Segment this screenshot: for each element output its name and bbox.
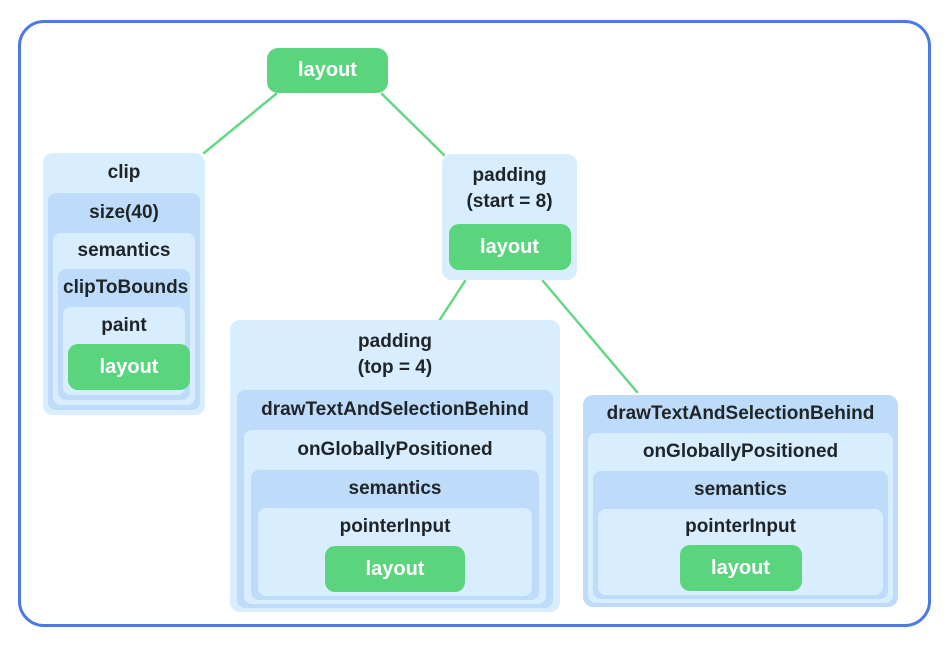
size-label: size(40): [89, 202, 159, 223]
paint-box: paint layout: [63, 307, 190, 395]
semantics-label: semantics: [694, 479, 787, 500]
padding-start-label: padding (start = 8): [448, 154, 571, 224]
clip-label: clip: [107, 162, 141, 183]
semantics-box: semantics pointerInput layout: [593, 471, 888, 599]
on-globally-positioned-box: onGloballyPositioned semantics pointerIn…: [244, 430, 546, 604]
padding-top-label-line1: padding: [358, 331, 432, 352]
layout-node: layout: [448, 224, 571, 270]
pointer-input-box: pointerInput layout: [258, 508, 532, 596]
padding-top-box: padding (top = 4) drawTextAndSelectionBe…: [230, 320, 560, 612]
on-globally-positioned-box: onGloballyPositioned semantics pointerIn…: [588, 433, 893, 603]
draw-text-label: drawTextAndSelectionBehind: [606, 403, 875, 424]
clip-to-bounds-box: clipToBounds paint layout: [58, 269, 190, 400]
semantics-label: semantics: [348, 478, 442, 499]
semantics-box: semantics pointerInput layout: [251, 470, 539, 600]
draw-text-label: drawTextAndSelectionBehind: [261, 399, 529, 420]
draw-text-box-nested: drawTextAndSelectionBehind onGloballyPos…: [237, 390, 553, 608]
clip-to-bounds-label: clipToBounds: [63, 277, 189, 298]
on-globally-positioned-label: onGloballyPositioned: [642, 441, 839, 462]
size-box: size(40) semantics clipToBounds paint la…: [48, 193, 200, 410]
semantics-box: semantics clipToBounds paint layout: [53, 233, 195, 405]
layout-node: layout: [68, 344, 190, 390]
padding-top-label: padding (top = 4): [237, 320, 553, 390]
paint-label: paint: [101, 315, 147, 336]
padding-start-label-line2: (start = 8): [466, 191, 553, 212]
pointer-input-label: pointerInput: [339, 516, 451, 537]
layout-node: layout: [679, 545, 802, 591]
root-layout-node: layout: [267, 48, 388, 93]
clip-box: clip size(40) semantics clipToBounds pai…: [43, 153, 205, 415]
padding-start-box: padding (start = 8) layout: [442, 154, 577, 280]
padding-top-label-line2: (top = 4): [357, 357, 433, 378]
semantics-label: semantics: [77, 240, 171, 261]
padding-start-label-line1: padding: [472, 165, 547, 186]
draw-text-box: drawTextAndSelectionBehind onGloballyPos…: [583, 395, 898, 607]
layout-node: layout: [325, 546, 465, 592]
pointer-input-label: pointerInput: [685, 516, 796, 537]
on-globally-positioned-label: onGloballyPositioned: [297, 439, 493, 460]
pointer-input-box: pointerInput layout: [598, 509, 883, 595]
